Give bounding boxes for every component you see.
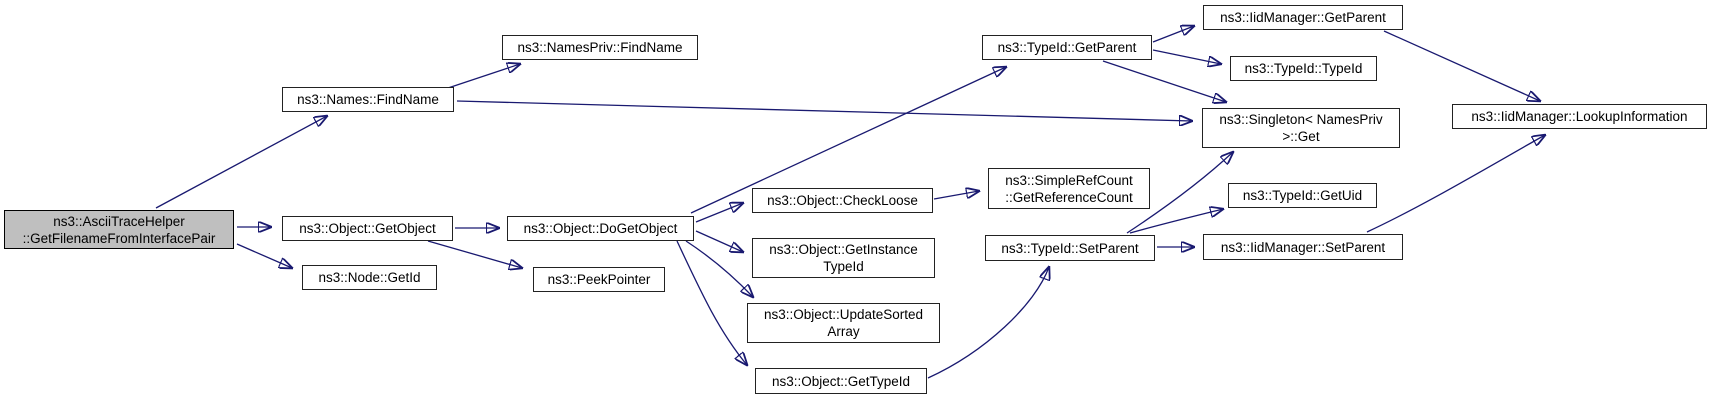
node-simplerefcount-getreferencecount[interactable]: ns3::SimpleRefCount ::GetReferenceCount <box>988 168 1150 209</box>
node-label: ns3::Object::GetInstance TypeId <box>769 242 918 274</box>
node-label: ns3::Object::GetObject <box>299 221 436 236</box>
node-peekpointer[interactable]: ns3::PeekPointer <box>533 267 665 292</box>
edge-typeid-setparent-to-typeid-getuid <box>1129 209 1223 234</box>
node-label: ns3::TypeId::GetParent <box>997 40 1137 55</box>
node-names-findname[interactable]: ns3::Names::FindName <box>282 87 454 112</box>
node-label: ns3::Node::GetId <box>318 270 421 285</box>
node-iidmanager-getparent[interactable]: ns3::IidManager::GetParent <box>1203 5 1403 30</box>
edge-dogetobject-to-updatesortedarray <box>685 240 753 297</box>
node-object-checkloose[interactable]: ns3::Object::CheckLoose <box>752 188 933 213</box>
edge-dogetobject-to-gettypeid <box>676 240 747 365</box>
edge-typeid-getparent-to-iidmanager-getparent <box>1152 26 1194 43</box>
node-singleton-namespriv-get[interactable]: ns3::Singleton< NamesPriv >::Get <box>1202 108 1400 148</box>
edge-dogetobject-to-getinstancetypeid <box>695 230 743 252</box>
node-label: ns3::Object::GetTypeId <box>771 373 911 389</box>
node-label: ns3::TypeId::TypeId <box>1244 61 1363 76</box>
node-label: ns3::IidManager::SetParent <box>1220 239 1386 255</box>
node-label: ns3::AsciiTraceHelper ::GetFilenameFromI… <box>22 213 216 246</box>
node-object-getobject[interactable]: ns3::Object::GetObject <box>282 216 453 241</box>
node-label: ns3::Object::DoGetObject <box>523 221 678 236</box>
edge-iidmanager-setparent-to-lookupinformation <box>1366 135 1545 233</box>
node-asciitracehelper-getfilenamefrominterfacepair: ns3::AsciiTraceHelper ::GetFilenameFromI… <box>4 210 234 249</box>
node-typeid-getparent[interactable]: ns3::TypeId::GetParent <box>982 35 1152 60</box>
node-iidmanager-lookupinformation[interactable]: ns3::IidManager::LookupInformation <box>1452 104 1707 129</box>
edge-typeid-getparent-to-typeid-typeid <box>1152 49 1221 64</box>
edge-iidmanager-getparent-to-lookupinformation <box>1383 30 1540 101</box>
node-object-updatesortedarray[interactable]: ns3::Object::UpdateSorted Array <box>747 303 940 343</box>
node-label: ns3::Object::UpdateSorted Array <box>763 307 924 339</box>
node-label: ns3::NamesPriv::FindName <box>517 40 683 55</box>
node-label: ns3::SimpleRefCount ::GetReferenceCount <box>1005 172 1133 205</box>
edge-root-to-names-findname <box>155 116 327 209</box>
node-label: ns3::Object::CheckLoose <box>767 193 918 208</box>
node-node-getid[interactable]: ns3::Node::GetId <box>302 265 437 290</box>
edge-gettypeid-to-typeid-setparent <box>927 267 1049 379</box>
node-label: ns3::TypeId::SetParent <box>1001 240 1139 256</box>
edge-dogetobject-to-checkloose <box>695 203 743 223</box>
edge-object-getobject-to-peekpointer <box>427 240 522 268</box>
node-namespriv-findname[interactable]: ns3::NamesPriv::FindName <box>502 35 698 60</box>
node-typeid-setparent[interactable]: ns3::TypeId::SetParent <box>985 235 1155 261</box>
edge-root-to-node-getid <box>236 243 292 268</box>
node-object-dogetobject[interactable]: ns3::Object::DoGetObject <box>507 216 694 241</box>
edge-names-findname-to-singleton-get <box>456 100 1192 121</box>
node-label: ns3::IidManager::GetParent <box>1220 10 1386 25</box>
node-object-gettypeid[interactable]: ns3::Object::GetTypeId <box>755 368 927 394</box>
node-object-getinstancetypeid[interactable]: ns3::Object::GetInstance TypeId <box>752 238 935 278</box>
node-label: ns3::IidManager::LookupInformation <box>1471 109 1688 124</box>
node-label: ns3::Singleton< NamesPriv >::Get <box>1219 112 1383 144</box>
node-typeid-getuid[interactable]: ns3::TypeId::GetUid <box>1228 183 1377 208</box>
edge-typeid-getparent-to-singleton-get <box>1102 60 1226 102</box>
node-iidmanager-setparent[interactable]: ns3::IidManager::SetParent <box>1203 234 1403 260</box>
node-label: ns3::Names::FindName <box>297 92 439 107</box>
node-label: ns3::TypeId::GetUid <box>1242 188 1363 203</box>
node-label: ns3::PeekPointer <box>547 272 651 287</box>
edge-checkloose-to-getreferencecount <box>933 191 979 200</box>
node-typeid-typeid[interactable]: ns3::TypeId::TypeId <box>1230 56 1377 81</box>
